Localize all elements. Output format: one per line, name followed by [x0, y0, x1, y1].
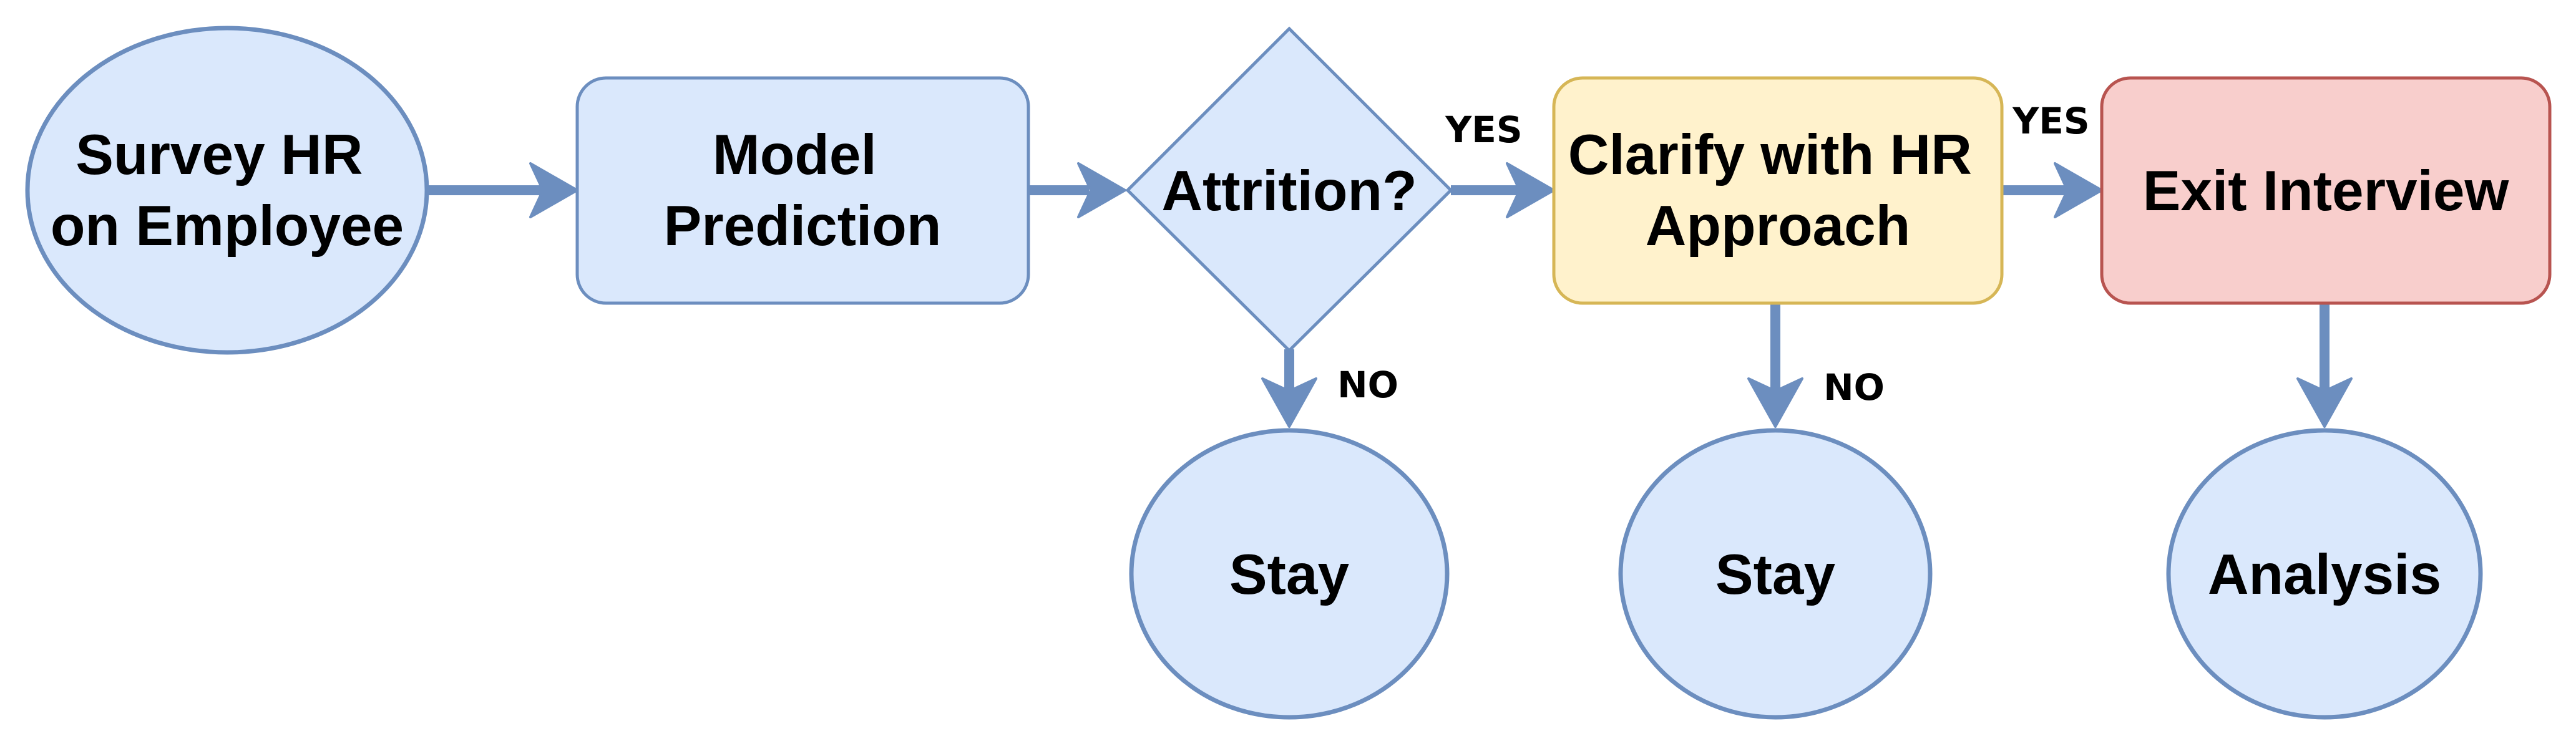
model-line-1: Model: [713, 124, 877, 186]
survey-line-1: Survey HR: [76, 124, 363, 186]
exit-interview-label: Exit Interview: [2143, 160, 2509, 223]
clarify-yes-label: YES: [2012, 100, 2089, 142]
edge-clarify-yes: [2002, 162, 2103, 218]
edge-attrition-yes: [1451, 162, 1555, 218]
stay-2-label: Stay: [1715, 543, 1836, 606]
node-stay-1: Stay: [1129, 428, 1450, 720]
edge-exit-to-analysis: [2296, 304, 2353, 428]
node-survey-hr: Survey HR on Employee: [25, 26, 429, 355]
attrition-label: Attrition?: [1161, 160, 1417, 223]
clarify-line-1: Clarify with HR: [1568, 124, 1972, 186]
node-stay-2: Stay: [1618, 428, 1933, 720]
node-analysis: Analysis: [2166, 428, 2483, 720]
edge-clarify-no: [1747, 304, 1803, 428]
clarify-no-label: NO: [1823, 366, 1885, 409]
arrowhead-down-icon: [2296, 377, 2353, 428]
edge-survey-to-model: [428, 162, 578, 218]
attrition-yes-label: YES: [1445, 109, 1522, 151]
svg-text:Survey HR on Employee: Survey HR on Employee: [51, 124, 404, 258]
node-attrition-decision: Attrition?: [1125, 26, 1453, 353]
model-line-2: Prediction: [664, 195, 942, 258]
edge-attrition-no: [1261, 349, 1317, 428]
arrowhead-right-icon: [529, 162, 578, 218]
arrowhead-right-icon: [2054, 162, 2103, 218]
svg-text:Model Prediction: Model Prediction: [664, 124, 942, 258]
node-model-prediction: Model Prediction: [575, 76, 1030, 305]
analysis-label: Analysis: [2208, 543, 2441, 606]
attrition-no-label: NO: [1337, 364, 1398, 406]
svg-text:Clarify with HR Approach: Clarify with HR Approach: [1568, 124, 1988, 258]
arrowhead-down-icon: [1261, 377, 1317, 428]
arrowhead-right-icon: [1506, 162, 1555, 218]
survey-line-2: on Employee: [51, 195, 404, 258]
node-clarify-hr: Clarify with HR Approach: [1552, 76, 2004, 305]
clarify-line-2: Approach: [1646, 195, 1911, 258]
arrowhead-down-icon: [1747, 377, 1803, 428]
stay-1-label: Stay: [1229, 543, 1350, 606]
edge-model-to-attrition: [1028, 162, 1126, 218]
arrowhead-right-icon: [1077, 162, 1126, 218]
node-exit-interview: Exit Interview: [2100, 76, 2552, 305]
